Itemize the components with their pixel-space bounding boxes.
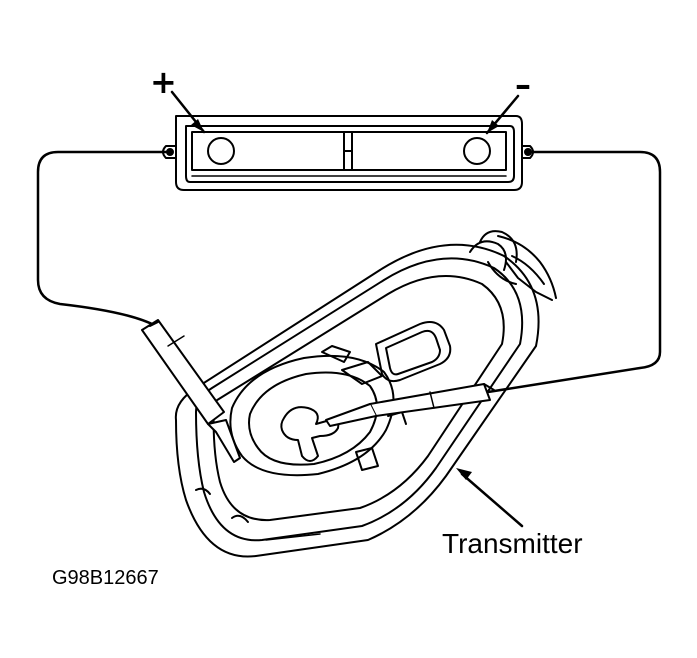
transmitter-label: Transmitter: [442, 528, 583, 559]
transmitter-callout-arrow: [460, 472, 524, 528]
battery-holder: [162, 115, 534, 191]
negative-lead-wire: [486, 150, 662, 394]
transmitter-body: [174, 230, 557, 558]
positive-label: +: [150, 63, 177, 101]
negative-terminal: [463, 137, 491, 165]
positive-probe: [141, 319, 241, 463]
key-ring: [469, 230, 557, 301]
positive-lead-wire: [36, 150, 168, 328]
battery-holder-inner: [185, 125, 515, 183]
negative-probe: [325, 383, 495, 427]
battery-compartment: [229, 345, 407, 477]
positive-terminal: [207, 137, 235, 165]
battery-contact: [280, 406, 340, 462]
figure-code: G98B12667: [52, 567, 159, 589]
battery-holder-outer: [175, 115, 523, 191]
transmitter-outer-shell: [174, 243, 540, 558]
transmitter-inner-shell: [195, 257, 524, 542]
polarity-arrows: [170, 90, 520, 135]
negative-label: –: [515, 66, 531, 104]
